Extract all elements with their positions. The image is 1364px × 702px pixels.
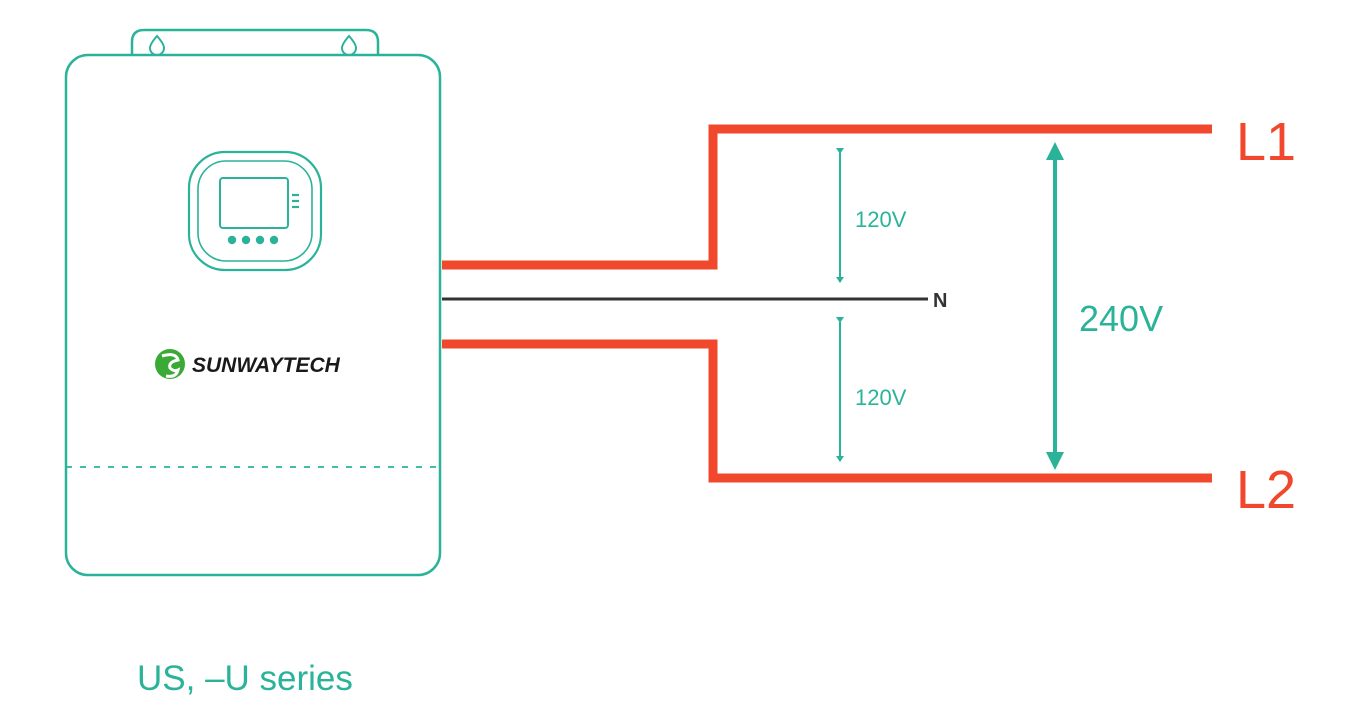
inverter-unit: SUNWAYTECH — [64, 28, 442, 577]
upper-phase-voltage-label: 120V — [855, 207, 907, 232]
series-caption: US, –U series — [137, 659, 353, 698]
mounting-hole-left — [148, 34, 166, 56]
control-panel-outer — [187, 150, 323, 272]
l1-conductor — [442, 124, 1212, 270]
mounting-hole-right — [340, 34, 358, 56]
status-led-indicators — [292, 193, 299, 209]
control-panel-inner — [197, 160, 313, 262]
brand-name: SUNWAYTECH — [192, 354, 341, 377]
control-panel — [187, 150, 323, 272]
lcd-screen — [219, 177, 289, 229]
l2-label: L2 — [1236, 460, 1296, 520]
line-to-line-voltage-label: 240V — [1079, 298, 1163, 339]
l1-label: L1 — [1236, 112, 1296, 172]
line-to-line-arrowhead-bottom — [1046, 452, 1064, 470]
mounting-bracket — [130, 28, 380, 55]
brand-logo: SUNWAYTECH — [155, 349, 341, 379]
inverter-body — [64, 53, 442, 577]
panel-buttons — [227, 235, 279, 245]
neutral-label: N — [933, 290, 947, 312]
l2-conductor — [442, 339, 1212, 483]
lower-phase-voltage-label: 120V — [855, 385, 907, 410]
line-to-line-arrowhead-top — [1046, 142, 1064, 160]
conductors — [442, 124, 1212, 483]
voltage-arrows — [836, 142, 1064, 470]
